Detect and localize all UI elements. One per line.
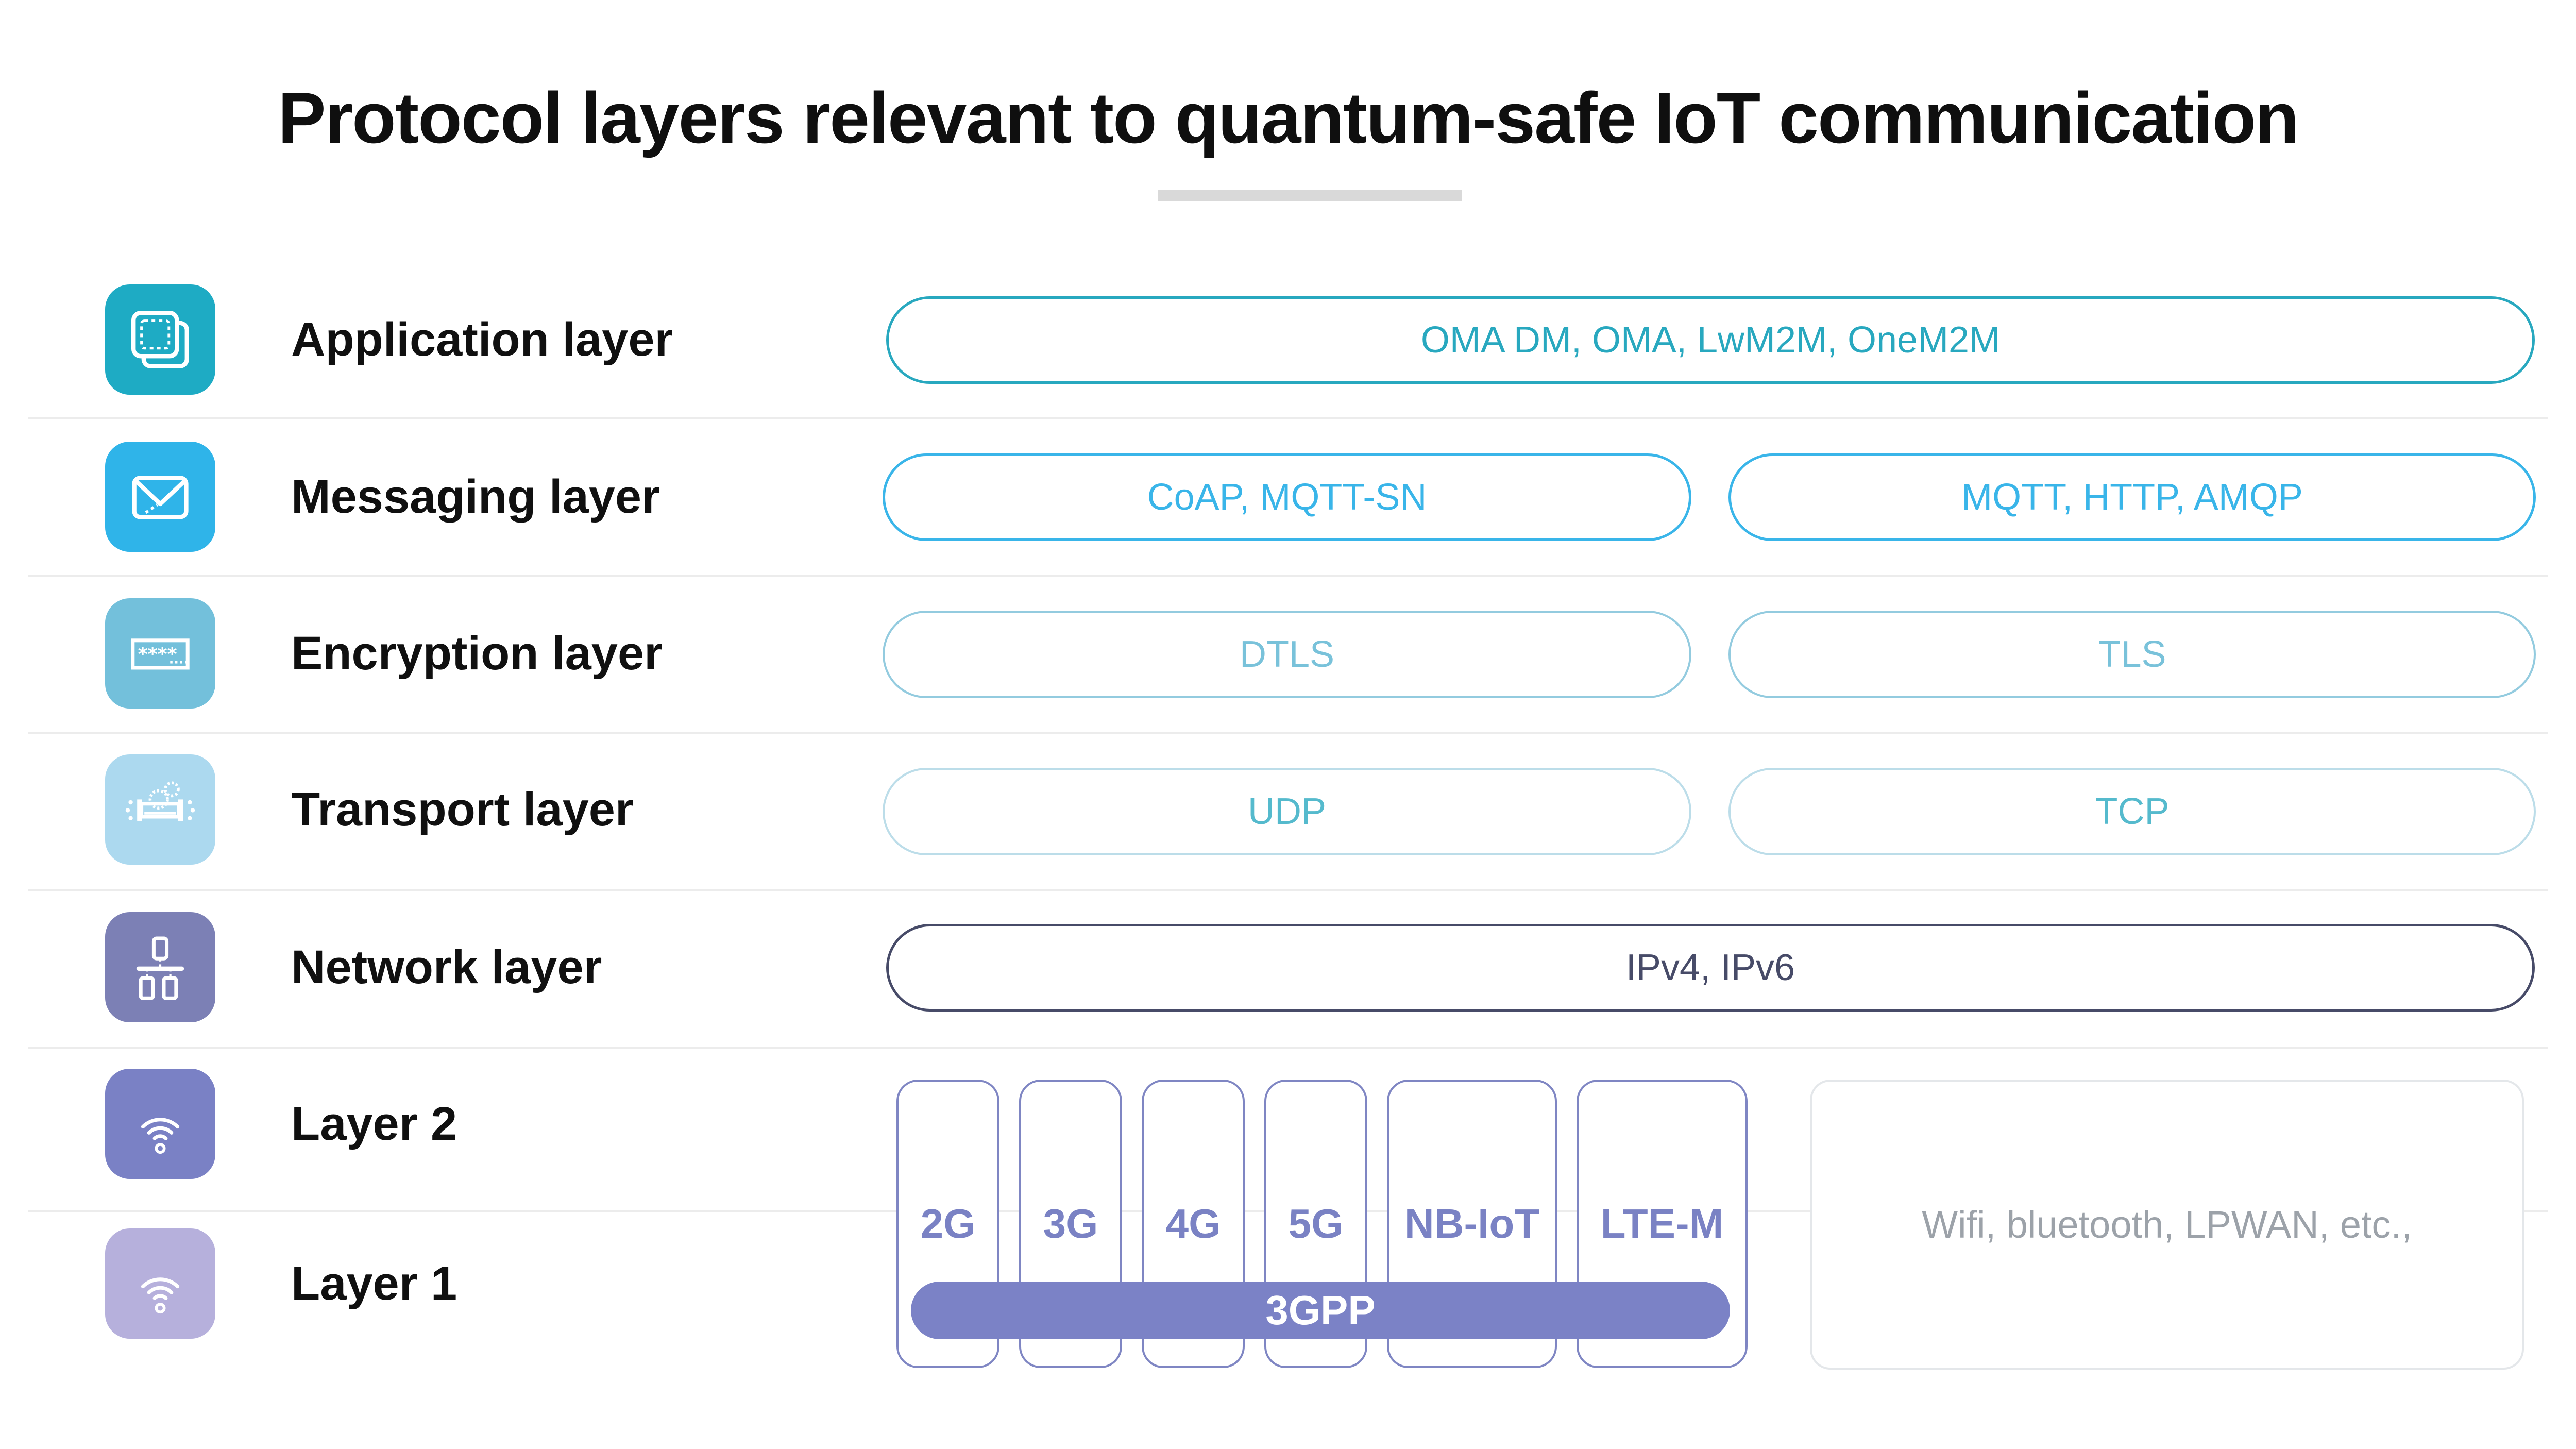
row-divider [28,417,2548,419]
row-label-messaging: Messaging layer [291,470,660,523]
row-divider [28,889,2548,891]
pill-application-protocols: OMA DM, OMA, LwM2M, OneM2M [886,296,2535,384]
banner-3gpp: 3GPP [911,1282,1730,1339]
row-divider [28,732,2548,734]
network-tree-icon [105,912,215,1022]
pill-messaging-right: MQTT, HTTP, AMQP [1728,453,2536,541]
row-label-encryption: Encryption layer [291,627,663,680]
pill-messaging-left: CoAP, MQTT-SN [883,453,1691,541]
wifi-icon [105,1069,215,1179]
row-label-network: Network layer [291,940,602,993]
page-title: Protocol layers relevant to quantum-safe… [278,77,2299,158]
row-divider [28,575,2548,577]
row-label-application: Application layer [291,313,673,366]
pill-transport-right: TCP [1728,768,2536,855]
pill-encryption-right: TLS [1728,611,2536,698]
pill-network-protocols: IPv4, IPv6 [886,924,2535,1012]
envelope-icon [105,442,215,552]
pill-encryption-left: DTLS [883,611,1691,698]
title-underline [1158,190,1462,201]
svg-text:....: .... [169,652,189,667]
password-icon: **** .... [105,598,215,709]
svg-text:****: **** [138,643,177,665]
row-divider [28,1047,2548,1049]
row-label-layer2: Layer 2 [291,1097,457,1150]
wifi-icon [105,1228,215,1339]
stacked-squares-icon [105,284,215,395]
pipeline-icon [105,754,215,865]
row-label-layer1: Layer 1 [291,1257,457,1310]
pill-transport-left: UDP [883,768,1691,855]
row-label-transport: Transport layer [291,783,634,836]
other-tech-box: Wifi, bluetooth, LPWAN, etc., [1810,1080,2524,1370]
